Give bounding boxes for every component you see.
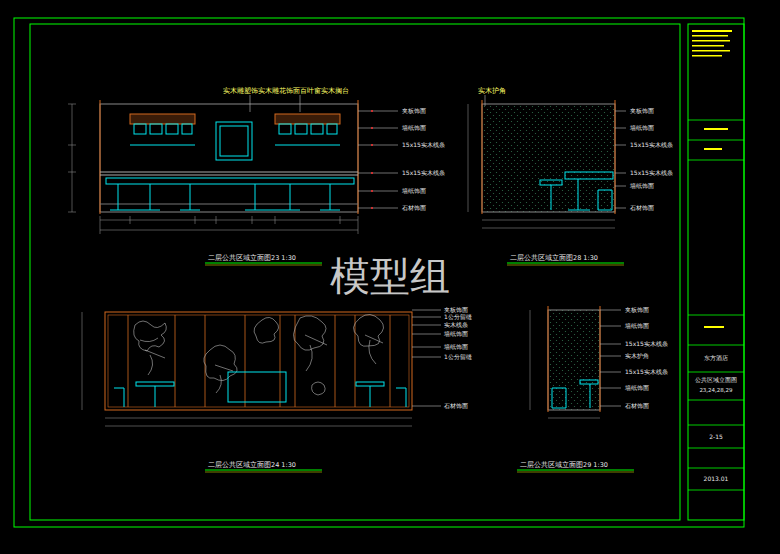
callout-text: 石材饰面 (402, 205, 426, 211)
callout-text: 实木护角 (625, 353, 649, 359)
callout-text: 石材饰面 (444, 403, 468, 409)
drawing-caption: 二层公共区域立面图29 1:30 (520, 462, 608, 469)
watermark: 模型组 (330, 256, 450, 296)
note-text: 实木雕塑饰实木雕花饰面百叶窗实木搁台 (223, 88, 349, 95)
callout-text: 夹板饰面 (630, 108, 654, 114)
note-text: 实木护角 (478, 88, 506, 95)
callout-text: 15x15实木线条 (630, 142, 673, 148)
drawing-caption: 二层公共区域立面图28 1:30 (510, 255, 598, 262)
sheet-title: 23,24,28,29 (699, 388, 732, 394)
callout-text: 15x15实木线条 (402, 142, 445, 148)
callout-text: 15x15实木线条 (630, 170, 673, 176)
callout-text: 15x15实木线条 (625, 341, 668, 347)
callout-text: 石材饰面 (625, 403, 649, 409)
callout-text: 1公分留缝 (444, 354, 472, 360)
callout-text: 夹板饰面 (402, 108, 426, 114)
callout-text: 1公分留缝 (444, 314, 472, 320)
callout-text: 墙纸饰面 (625, 385, 649, 391)
project-name: 东方酒店 (704, 355, 728, 361)
callout-text: 墙纸饰面 (630, 183, 654, 189)
callout-text: 夹板饰面 (444, 307, 468, 313)
callout-text: 夹板饰面 (625, 307, 649, 313)
callout-text: 墙纸饰面 (444, 331, 468, 337)
callout-text: 石材饰面 (630, 205, 654, 211)
callout-text: 墙纸饰面 (625, 323, 649, 329)
callout-text: 墙纸饰面 (402, 188, 426, 194)
sheet-title: 公共区域立面图 (695, 378, 737, 384)
callout-text: 墙纸饰面 (402, 125, 426, 131)
drawing-caption: 二层公共区域立面图23 1:30 (208, 255, 296, 262)
callout-text: 墙纸饰面 (444, 344, 468, 350)
callout-text: 实木线条 (444, 322, 468, 328)
callout-text: 墙纸饰面 (630, 125, 654, 131)
drawing-caption: 二层公共区域立面图24 1:30 (208, 462, 296, 469)
callout-text: 15x15实木线条 (402, 170, 445, 176)
callout-text: 15x15实木线条 (625, 369, 668, 375)
sheet-number: 2-15 (709, 434, 723, 440)
sheet-date: 2013.01 (704, 476, 729, 482)
